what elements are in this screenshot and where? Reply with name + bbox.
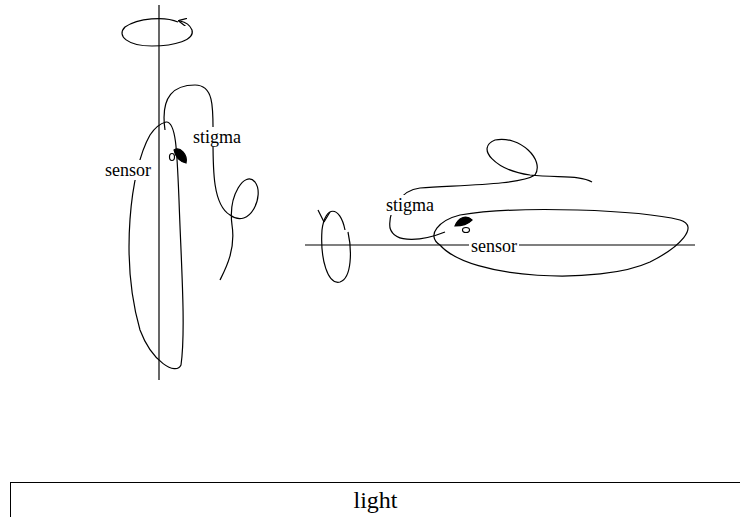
light-source-band: light [10,482,740,517]
photoreceptor-ring [170,154,175,161]
stigma-spot [455,217,472,226]
part-label: sensor [103,160,153,180]
cell-body [434,210,688,276]
rotation-axis [158,5,159,380]
light-label: light [11,488,740,512]
cell-body [129,122,183,369]
rotation-arrowhead [318,210,330,222]
part-label: stigma [384,195,436,215]
stigma-spot [174,149,186,163]
flagellum [164,85,258,280]
rotation-loop [322,211,351,282]
part-label: sensor [469,236,519,256]
photoreceptor-ring [463,228,470,233]
part-label: stigma [191,127,243,147]
flagellum [390,139,592,239]
rotation-arrow [122,19,192,46]
